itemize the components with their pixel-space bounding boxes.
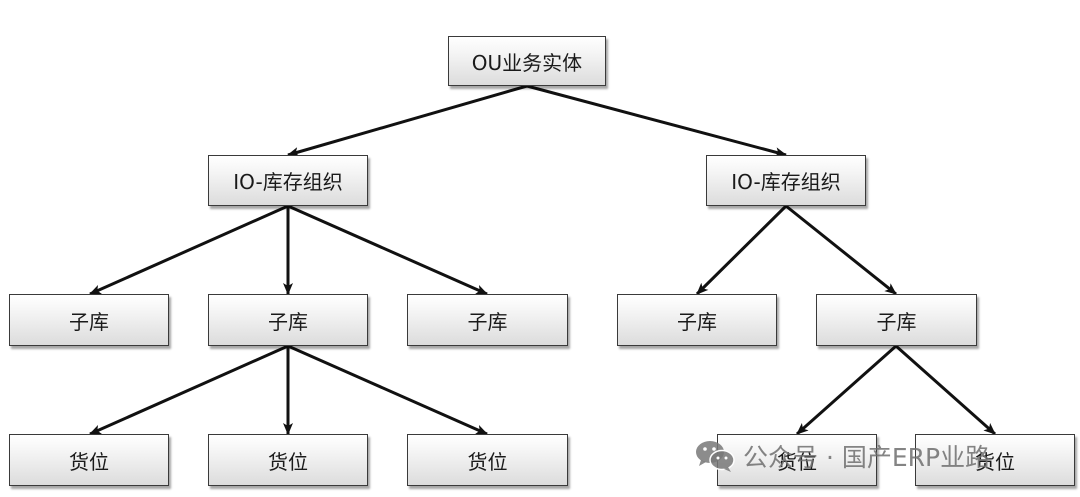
edge-sub-2-to-loc-3 <box>287 344 488 436</box>
node-inventory-org-1: IO-库存组织 <box>208 155 368 206</box>
node-locator-2: 货位 <box>208 434 368 486</box>
watermark: 公众号 · 国产ERP业路 <box>695 436 990 476</box>
node-inventory-org-2: IO-库存组织 <box>706 155 866 206</box>
node-locator-1: 货位 <box>9 434 169 486</box>
wechat-icon <box>695 439 735 473</box>
node-subinventory-4: 子库 <box>617 294 777 346</box>
node-subinventory-1: 子库 <box>9 294 169 346</box>
edge-org-1-to-sub-3 <box>287 204 488 296</box>
edge-org-1-to-sub-1 <box>89 204 289 296</box>
edge-sub-2-to-loc-1 <box>89 344 289 436</box>
edge-sub-5-to-loc-5 <box>895 344 996 436</box>
edge-sub-5-to-loc-4 <box>796 344 897 436</box>
edge-org-2-to-sub-4 <box>695 204 788 296</box>
node-subinventory-3: 子库 <box>407 294 568 346</box>
node-locator-5: 货位 <box>915 434 1075 486</box>
node-ou-business-entity: OU业务实体 <box>448 36 606 86</box>
node-subinventory-5: 子库 <box>816 294 977 346</box>
node-subinventory-2: 子库 <box>208 294 368 346</box>
edge-root-to-org-1 <box>287 84 528 157</box>
node-locator-3: 货位 <box>407 434 568 486</box>
node-locator-4: 货位 <box>717 434 877 486</box>
watermark-text: 公众号 · 国产ERP业路 <box>743 443 991 472</box>
edge-org-2-to-sub-5 <box>785 204 897 296</box>
edge-root-to-org-2 <box>526 84 787 157</box>
